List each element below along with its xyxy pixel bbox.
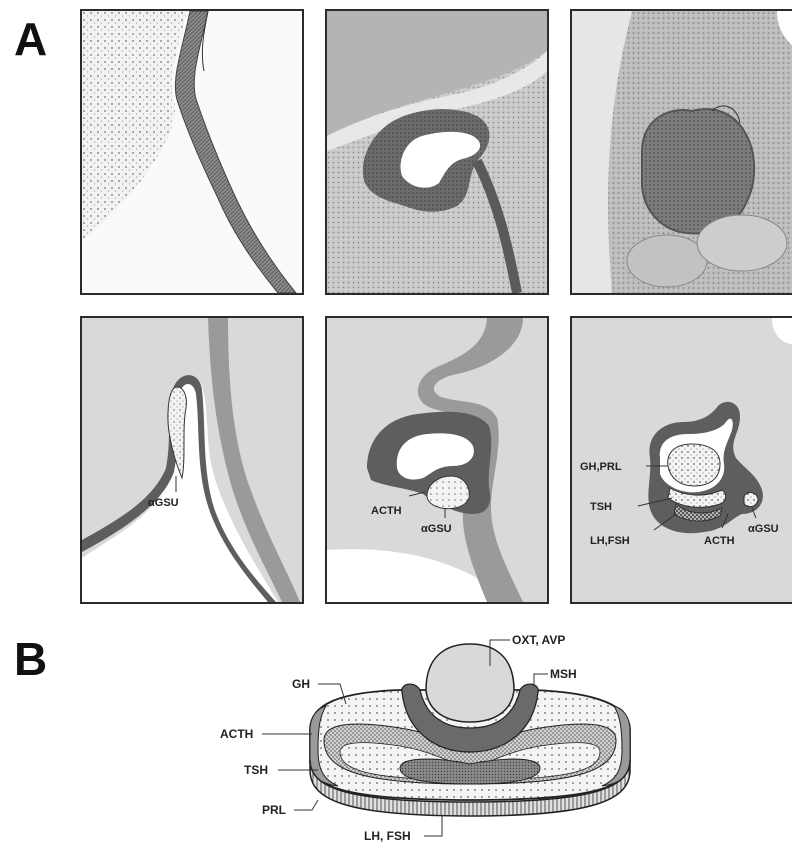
sketch-3: GH,PRL TSH LH,FSH ACTH αGSU	[570, 316, 792, 604]
label-acth: ACTH	[220, 727, 253, 741]
label-agsu-1: αGSU	[148, 497, 179, 509]
micrograph-3	[570, 9, 792, 295]
label-lh-fsh-3: LH,FSH	[590, 535, 630, 547]
label-tsh: TSH	[244, 763, 268, 777]
posterior-lobe	[426, 644, 514, 722]
pituitary-zonation-diagram: OXT, AVP MSH GH ACTH TSH PRL LH, FSH	[200, 620, 670, 845]
label-acth-2: ACTH	[371, 505, 402, 517]
label-tsh-3: TSH	[590, 501, 612, 513]
label-agsu-3: αGSU	[748, 523, 779, 535]
label-msh: MSH	[550, 667, 577, 681]
panel-letter-a: A	[14, 16, 47, 62]
label-gh: GH	[292, 677, 310, 691]
micrograph-1	[80, 9, 304, 295]
sketch-2: ACTH αGSU	[325, 316, 549, 604]
label-gh-prl-3: GH,PRL	[580, 461, 622, 473]
label-acth-3: ACTH	[704, 535, 735, 547]
label-oxt-avp: OXT, AVP	[512, 633, 565, 647]
label-lh-fsh: LH, FSH	[364, 829, 411, 843]
sketch-1: αGSU	[80, 316, 304, 604]
panel-letter-b: B	[14, 636, 47, 682]
micrograph-2	[325, 9, 549, 295]
label-agsu-2: αGSU	[421, 523, 452, 535]
label-prl: PRL	[262, 803, 286, 817]
